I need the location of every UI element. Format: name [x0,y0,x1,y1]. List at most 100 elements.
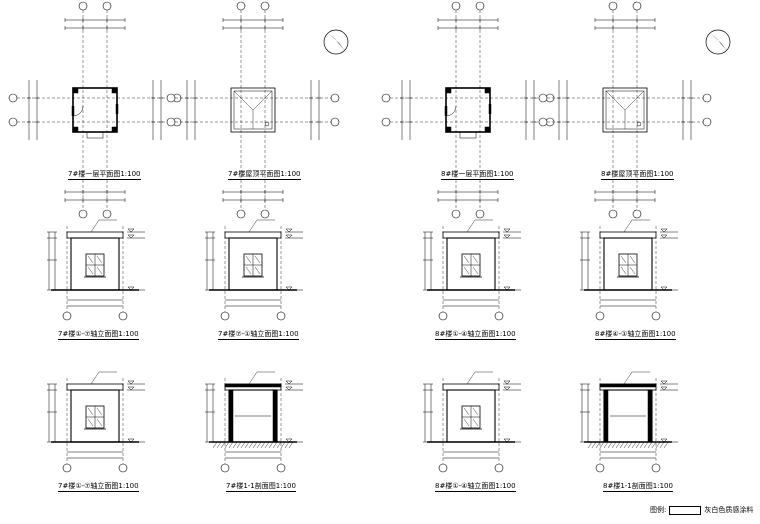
drawing-line [472,407,479,416]
level-mark [503,386,511,391]
roof-plan [166,1,340,219]
elevation [47,219,145,321]
elevation [47,371,145,473]
axis-bubble [236,209,246,219]
drawing-line [268,441,274,449]
drawing-line [260,441,266,449]
level-mark [127,228,135,233]
drawing-line [629,255,636,264]
drawing-line [87,255,94,264]
drawing-line [651,441,657,449]
drawing-line [627,441,633,449]
axis-bubble [595,463,605,473]
drawing-line [591,441,597,449]
drawing-line [245,266,252,275]
axis-bubble [702,117,712,127]
drawing-rect [599,383,657,388]
level-mark [285,386,293,391]
drawing-rect [72,87,79,94]
drawing-rect [86,131,104,139]
drawing-rect [72,126,79,133]
title-7-section-1-1: 7#楼1-1剖面图1:100 [226,482,296,492]
drawing-line [233,90,254,111]
title-8-elev-1-4-b: 8#楼①-④轴立面图1:100 [435,482,516,492]
ground-plan [381,1,555,219]
elevations [47,219,678,473]
level-mark [285,234,293,239]
north-circle [705,29,731,55]
drawing-line [272,441,278,449]
drawing-rect [111,126,118,133]
level-mark [660,286,668,291]
axis-bubble [330,117,340,127]
axis-bubble [608,209,618,219]
drawing-line [472,266,479,275]
drawing-rect [66,383,124,391]
drawing-rect [224,231,282,239]
drawing-line [607,441,613,449]
drawing-line [252,90,273,111]
axis-bubble [260,209,270,219]
drawing-line [248,371,258,385]
title-7-elev-1-7: 7#楼①-⑦轴立面图1:100 [58,330,139,340]
level-mark [285,286,293,291]
title-7-ground-plan: 7#楼一层平面图1:100 [68,170,141,180]
drawing-line [280,441,286,449]
drawing-rect [484,87,491,94]
title-8-section-1-1: 8#楼1-1剖面图1:100 [603,482,673,492]
roof-drain [636,121,642,127]
drawing-rect [272,389,278,443]
drawing-line [623,219,633,233]
drawing-rect [647,389,653,443]
drawing-line [463,255,470,264]
drawing-rect [599,231,657,239]
drawing-line [96,418,103,427]
drawing-rect [445,126,452,133]
drawing-rect [111,87,118,94]
north-arrows [323,29,731,55]
drawing-line [254,255,261,264]
elevation [205,219,303,321]
drawing-line [663,441,669,449]
axis-bubble [494,311,504,321]
level-mark [285,228,293,233]
drawing-line [643,441,649,449]
drawing-line [615,441,621,449]
floor-plans [8,1,712,219]
drawing-line [252,441,258,449]
north-needle [328,33,345,51]
level-mark [503,438,511,443]
elevation [423,371,521,473]
drawing-line [96,266,103,275]
drawing-rect [442,383,500,391]
axis-bubble [702,93,712,103]
drawing-line [631,441,637,449]
level-mark [660,228,668,233]
drawing-line [463,266,470,275]
drawing-line [284,441,290,449]
north-needle [710,33,727,51]
drawing-line [605,90,626,111]
drawing-line [232,441,238,449]
drawing-line [466,219,476,233]
axis-bubble [166,93,176,103]
drawing-rect [484,126,491,133]
drawing-line [245,255,252,264]
drawing-line [619,441,625,449]
level-mark [660,386,668,391]
drawing-line [248,219,258,233]
drawing-line [248,441,254,449]
drawing-rect [442,231,500,239]
drawing-rect [230,87,276,133]
axis-bubble [276,463,286,473]
axis-bubble [78,209,88,219]
drawing-line [472,418,479,427]
axis-bubble [220,311,230,321]
drawing-rect [72,87,118,133]
axis-bubble [608,1,618,11]
axis-bubble [62,311,72,321]
title-8-elev-1-4: 8#楼①-④轴立面图1:100 [435,330,516,340]
axis-bubble [538,93,548,103]
drawing-line [623,371,633,385]
elevation [580,219,678,321]
